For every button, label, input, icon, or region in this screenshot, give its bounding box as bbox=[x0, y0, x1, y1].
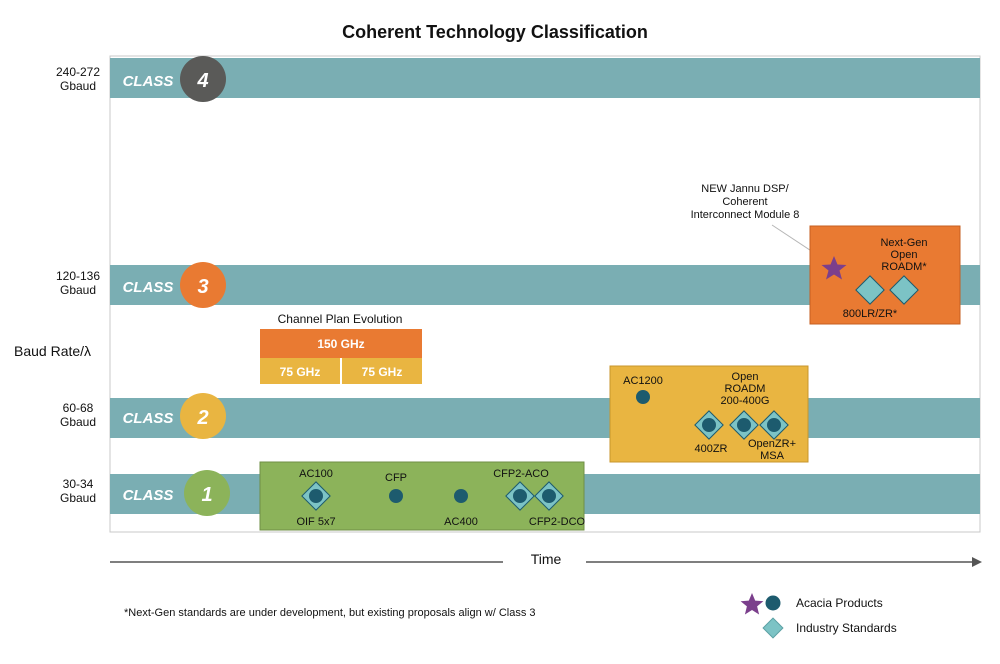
class-1-rate: 30-34 bbox=[63, 477, 94, 491]
channel-75ghz-left-label: 75 GHz bbox=[280, 365, 321, 379]
cfp-label: CFP bbox=[385, 472, 407, 484]
oif-label: OIF 5x7 bbox=[296, 516, 335, 528]
legend-standards-label: Industry Standards bbox=[796, 621, 897, 635]
next-gen-label-line3: ROADM* bbox=[881, 261, 927, 273]
class-2-badge bbox=[180, 393, 226, 439]
time-axis-arrow-icon bbox=[972, 557, 982, 567]
class-2-rate: 60-68 bbox=[63, 401, 94, 415]
ac1200-label: AC1200 bbox=[623, 375, 663, 387]
cfp2-dco-product-dot bbox=[542, 489, 556, 503]
open-roadm-label-line3: 200-400G bbox=[721, 395, 770, 407]
class-4-rate: 240-272 bbox=[56, 65, 100, 79]
800lr-standard-diamond bbox=[855, 275, 885, 305]
class-3-rate: 120-136 bbox=[56, 269, 100, 283]
class-1-label: CLASS bbox=[123, 487, 174, 504]
channel-75ghz-left-block bbox=[260, 358, 340, 384]
x-axis-label: Time bbox=[531, 551, 562, 567]
footnote: *Next-Gen standards are under developmen… bbox=[124, 607, 536, 619]
class-3-badge bbox=[180, 262, 226, 308]
class-2-label: CLASS bbox=[123, 410, 174, 427]
openzr-product-dot bbox=[767, 418, 781, 432]
ac400-product-dot bbox=[454, 489, 468, 503]
y-axis-label: Baud Rate/λ bbox=[14, 343, 91, 359]
class-2-number: 2 bbox=[196, 407, 208, 429]
class-3-number: 3 bbox=[197, 276, 208, 298]
class-4-badge bbox=[180, 56, 226, 102]
next-gen-label-line2: Open bbox=[891, 249, 918, 261]
cfp2-aco-product-dot bbox=[513, 489, 527, 503]
jannu-callout-line2: Coherent bbox=[722, 196, 767, 208]
channel-150ghz-label: 150 GHz bbox=[317, 337, 364, 351]
ac400-label: AC400 bbox=[444, 516, 478, 528]
class-3-label: CLASS bbox=[123, 279, 174, 296]
channel-150ghz-block bbox=[260, 329, 422, 358]
channel-plan-title: Channel Plan Evolution bbox=[278, 312, 403, 326]
jannu-callout-line1: NEW Jannu DSP/ bbox=[701, 183, 789, 195]
legend-star-icon bbox=[740, 593, 764, 615]
class-1-badge bbox=[184, 470, 230, 516]
jannu-star-icon bbox=[821, 256, 847, 280]
next-gen-roadm-standard-diamond bbox=[889, 275, 919, 305]
open-roadm-product-dot bbox=[737, 418, 751, 432]
class-1-rate-unit: Gbaud bbox=[60, 491, 96, 505]
openzr-label-line2: MSA bbox=[760, 450, 785, 462]
jannu-callout-line3: Interconnect Module 8 bbox=[691, 209, 800, 221]
cfp-product-dot bbox=[389, 489, 403, 503]
class-3-rate-unit: Gbaud bbox=[60, 283, 96, 297]
400zr-label: 400ZR bbox=[694, 443, 727, 455]
class-4-rate-unit: Gbaud bbox=[60, 79, 96, 93]
open-roadm-label-line2: ROADM bbox=[725, 383, 766, 395]
400zr-product-dot bbox=[702, 418, 716, 432]
class-2-rate-unit: Gbaud bbox=[60, 415, 96, 429]
800lr-label: 800LR/ZR* bbox=[843, 308, 898, 320]
class-4-number: 4 bbox=[196, 70, 208, 92]
cfp2-dco-label: CFP2-DCO bbox=[529, 516, 586, 528]
cfp2-aco-label: CFP2-ACO bbox=[493, 468, 549, 480]
channel-75ghz-right-label: 75 GHz bbox=[362, 365, 403, 379]
open-roadm-label-line1: Open bbox=[732, 371, 759, 383]
ac1200-product-dot bbox=[636, 390, 650, 404]
ac100-label: AC100 bbox=[299, 468, 333, 480]
ac100-product-dot bbox=[309, 489, 323, 503]
class-1-number: 1 bbox=[201, 484, 212, 506]
diagram-title: Coherent Technology Classification bbox=[342, 22, 648, 42]
class-4-band bbox=[110, 58, 980, 98]
openzr-label-line1: OpenZR+ bbox=[748, 438, 796, 450]
legend-dot-icon bbox=[765, 595, 781, 611]
legend-diamond-icon bbox=[762, 617, 784, 639]
channel-75ghz-right-block bbox=[342, 358, 422, 384]
class-2-band bbox=[110, 398, 980, 438]
class-4-label: CLASS bbox=[123, 73, 174, 90]
next-gen-label-line1: Next-Gen bbox=[880, 237, 927, 249]
legend-acacia-label: Acacia Products bbox=[796, 596, 883, 610]
